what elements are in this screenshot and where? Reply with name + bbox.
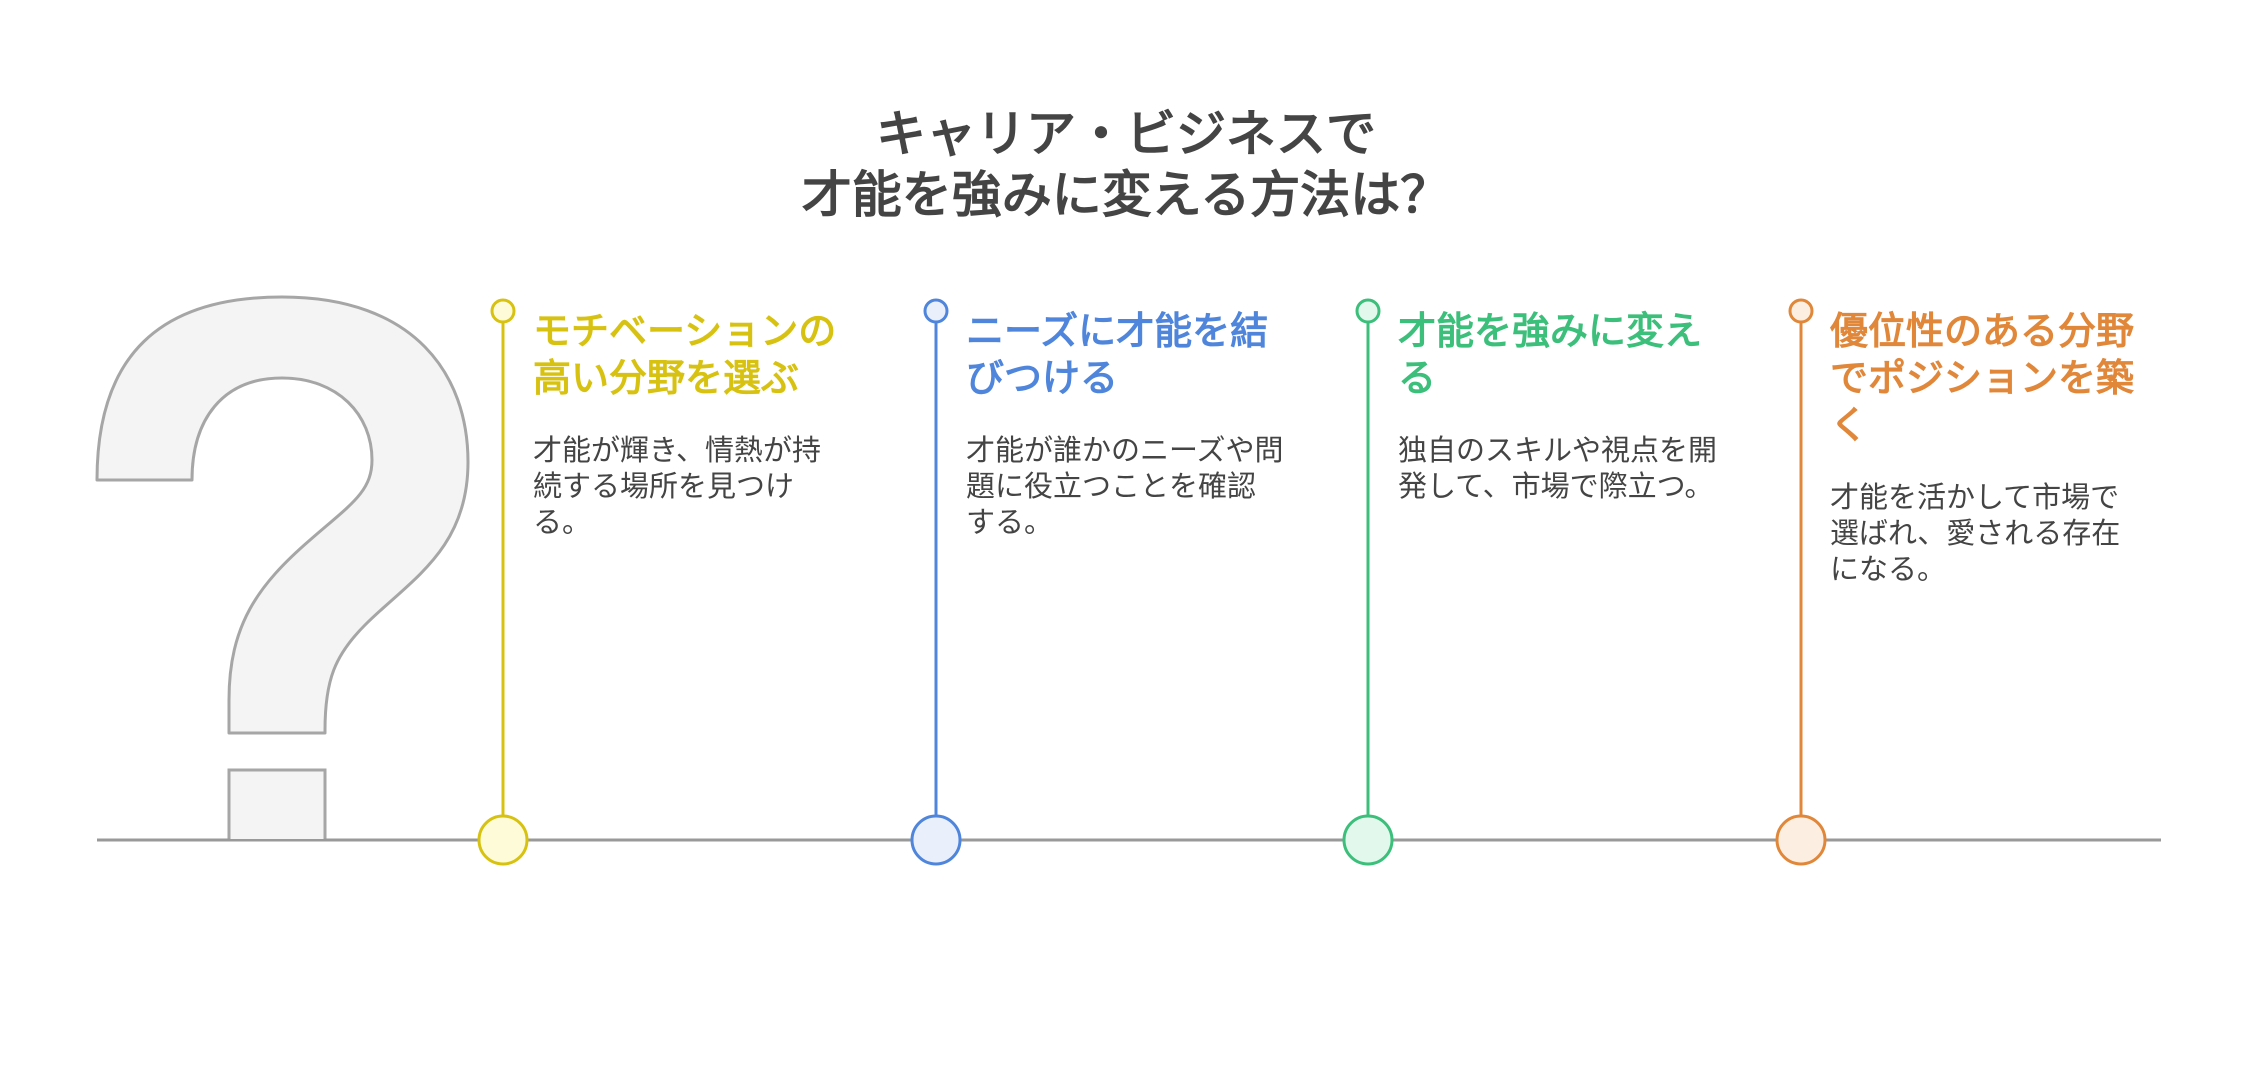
step-2-desc-line-3: する。 — [966, 505, 1054, 539]
step-1-heading: モチベーションの 高い分野を選ぶ — [533, 308, 873, 402]
step-2-base-node — [910, 814, 962, 866]
step-1-desc-line-2: 続する場所を見つけ — [533, 469, 795, 503]
step-3-heading-line-1: 才能を強みに変え — [1398, 309, 1703, 353]
step-2-heading: ニーズに才能を結 びつける — [966, 308, 1306, 402]
step-3-desc-line-1: 独自のスキルや視点を開 — [1398, 433, 1718, 467]
step-4-top-dot — [1788, 298, 1814, 324]
question-mark-icon — [95, 295, 470, 735]
step-1-heading-line-2: 高い分野を選ぶ — [533, 356, 800, 400]
step-3-base-node — [1342, 814, 1394, 866]
step-3-heading-line-2: る — [1398, 356, 1437, 400]
step-4-heading-line-3: く — [1830, 403, 1869, 447]
step-1-heading-line-1: モチベーションの — [533, 309, 837, 353]
page-title-line-2: 才能を強みに変える方法は？ — [801, 166, 1451, 224]
step-2-heading-line-1: ニーズに才能を結 — [966, 309, 1269, 353]
step-1-description: 才能が輝き、情熱が持 続する場所を見つけ る。 — [533, 432, 873, 540]
step-2: ニーズに才能を結 びつける 才能が誰かのニーズや問 題に役立つことを確認 する。 — [966, 308, 1306, 540]
step-4-desc-line-3: になる。 — [1830, 552, 1947, 586]
step-2-desc-line-2: 題に役立つことを確認 — [966, 469, 1257, 503]
page-title-line-1: キャリア・ビジネスで — [876, 105, 1376, 163]
step-1-base-node — [477, 814, 529, 866]
step-4-description: 才能を活かして市場で 選ばれ、愛される存在 になる。 — [1830, 479, 2170, 587]
step-4-heading: 優位性のある分野 でポジションを築 く — [1830, 308, 2170, 449]
step-1: モチベーションの 高い分野を選ぶ 才能が輝き、情熱が持 続する場所を見つけ る。 — [533, 308, 873, 540]
step-1-top-dot — [490, 298, 516, 324]
step-4-desc-line-2: 選ばれ、愛される存在 — [1830, 516, 2121, 550]
step-3-desc-line-2: 発して、市場で際立つ。 — [1398, 469, 1714, 503]
step-4-desc-line-1: 才能を活かして市場で — [1830, 480, 2120, 514]
step-3: 才能を強みに変え る 独自のスキルや視点を開 発して、市場で際立つ。 — [1398, 308, 1738, 504]
question-mark-dot-fill — [230, 837, 324, 839]
step-1-desc-line-1: 才能が輝き、情熱が持 — [533, 433, 821, 467]
step-3-description: 独自のスキルや視点を開 発して、市場で際立つ。 — [1398, 432, 1738, 504]
step-2-heading-line-2: びつける — [966, 356, 1119, 400]
step-2-desc-line-1: 才能が誰かのニーズや問 — [966, 433, 1284, 467]
step-4-base-node — [1775, 814, 1827, 866]
step-4-heading-line-2: でポジションを築 — [1830, 356, 2135, 400]
question-mark-dot — [227, 768, 327, 842]
step-2-top-dot — [923, 298, 949, 324]
step-1-desc-line-3: る。 — [533, 505, 592, 539]
step-4-heading-line-1: 優位性のある分野 — [1830, 309, 2135, 353]
step-markers — [477, 298, 1827, 866]
step-3-top-dot — [1355, 298, 1381, 324]
step-3-heading: 才能を強みに変え る — [1398, 308, 1738, 402]
step-4: 優位性のある分野 でポジションを築 く 才能を活かして市場で 選ばれ、愛される存… — [1830, 308, 2170, 587]
step-2-description: 才能が誰かのニーズや問 題に役立つことを確認 する。 — [966, 432, 1306, 540]
